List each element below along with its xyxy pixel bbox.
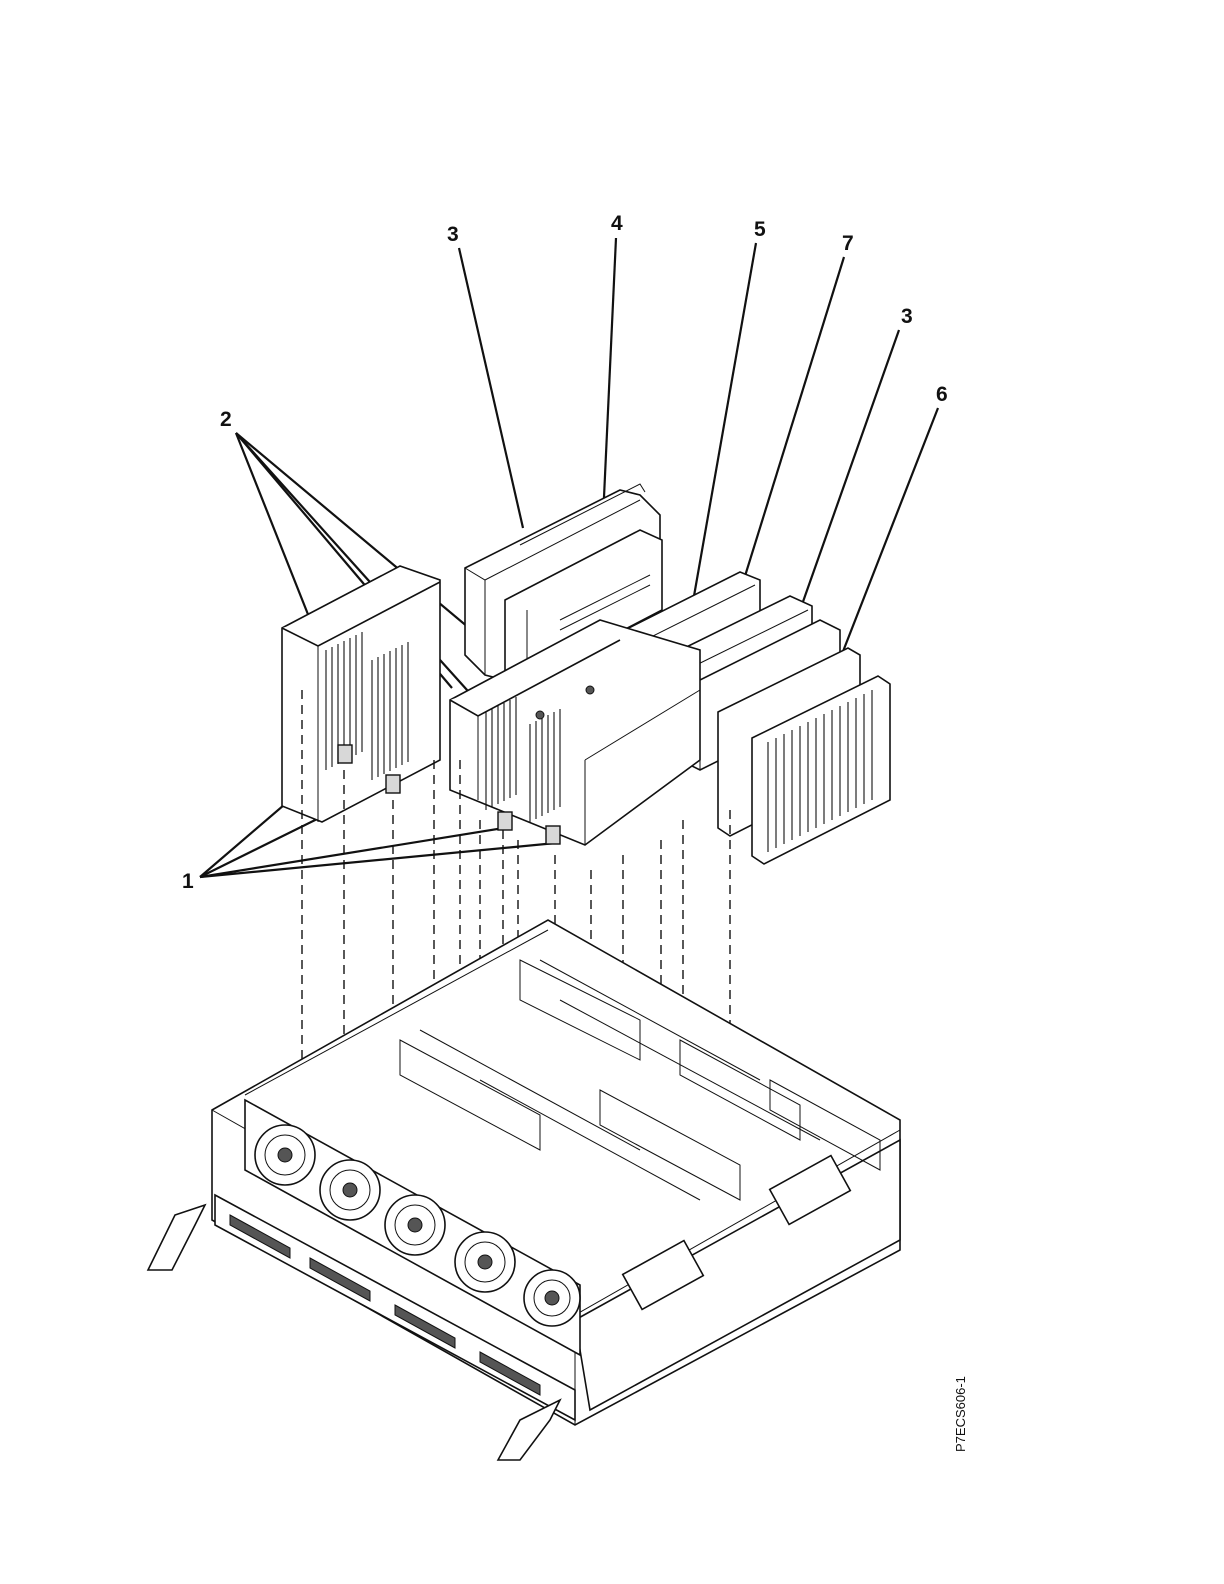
latch-left-1 [338, 745, 352, 763]
latch-left-2 [386, 775, 400, 793]
callout-3-left: 3 [447, 223, 459, 246]
system-chassis [148, 920, 900, 1460]
fan-1 [255, 1125, 315, 1185]
fan-2 [320, 1160, 380, 1220]
fan-3 [385, 1195, 445, 1255]
screw-2 [586, 686, 594, 694]
callout-5: 5 [754, 218, 766, 241]
screw-1 [536, 711, 544, 719]
callout-2: 2 [220, 408, 232, 431]
left-heatsink-module [282, 566, 440, 822]
callout-7: 7 [842, 232, 854, 255]
callout-1: 1 [182, 870, 194, 893]
latch-center-2 [546, 826, 560, 844]
callout-4: 4 [611, 212, 623, 235]
left-release-handle [148, 1205, 205, 1270]
bottom-release-handle [498, 1400, 560, 1460]
upper-modules [282, 484, 890, 864]
fan-4 [455, 1232, 515, 1292]
figure-id: P7ECS606-1 [953, 1376, 968, 1452]
latch-center-1 [498, 812, 512, 830]
callout-3-right: 3 [901, 305, 913, 328]
callout-6: 6 [936, 383, 948, 406]
fan-5 [524, 1270, 580, 1326]
